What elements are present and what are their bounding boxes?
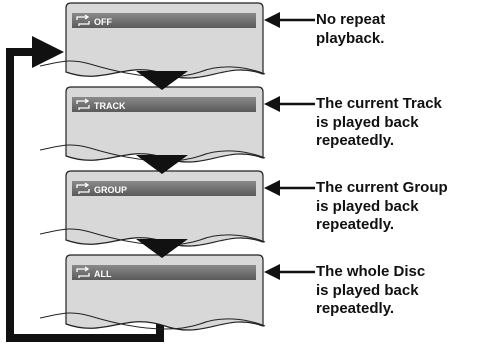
screen-off: OFF xyxy=(39,2,266,79)
wave-line xyxy=(39,312,266,330)
mode-bar xyxy=(72,13,256,28)
down-arrow-2 xyxy=(136,155,188,174)
pointer-arrow-off xyxy=(264,12,315,28)
screen-track: TRACK xyxy=(39,86,266,163)
pointer-arrow-all xyxy=(264,264,315,280)
mode-label: GROUP xyxy=(94,185,127,195)
screen-group: GROUP xyxy=(39,170,266,247)
mode-bar xyxy=(72,265,256,280)
caption-track: The current Track is played back repeate… xyxy=(316,95,442,149)
repeat-icon xyxy=(76,98,90,110)
pointer-arrow-group xyxy=(264,180,315,196)
mode-label: ALL xyxy=(94,269,112,279)
screen-all: ALL xyxy=(39,254,266,331)
pointer-arrow-track xyxy=(264,96,315,112)
loop-back-line xyxy=(6,48,164,342)
mode-label: OFF xyxy=(94,17,112,27)
repeat-icon xyxy=(76,266,90,278)
mode-bar xyxy=(72,181,256,196)
down-arrow-1 xyxy=(136,71,188,90)
caption-all: The whole Disc is played back repeatedly… xyxy=(316,263,426,317)
repeat-icon xyxy=(76,182,90,194)
loop-back-arrowhead xyxy=(32,36,64,68)
caption-group: The current Group is played back repeate… xyxy=(316,179,448,233)
mode-label: TRACK xyxy=(94,101,126,111)
caption-off: No repeat playback. xyxy=(316,11,386,47)
down-arrow-3 xyxy=(136,239,188,258)
mode-bar xyxy=(72,97,256,112)
repeat-icon xyxy=(76,14,90,26)
